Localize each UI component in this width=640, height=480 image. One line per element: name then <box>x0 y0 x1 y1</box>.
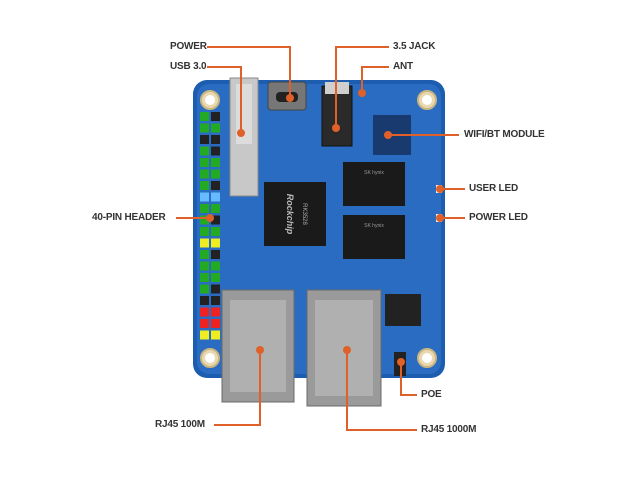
label-usb3: USB 3.0 <box>170 61 207 72</box>
leader-line <box>214 350 261 426</box>
header-pin <box>211 250 220 259</box>
header-pin <box>211 307 220 317</box>
header-pin <box>211 204 220 213</box>
leader-line <box>361 66 389 93</box>
leader-line <box>346 350 417 431</box>
header-pin <box>200 123 209 133</box>
label-rj45-100m: RJ45 100M <box>155 419 205 430</box>
ethernet-chip <box>385 294 421 326</box>
header-pin <box>211 123 220 133</box>
rj45-100m-face <box>230 300 286 392</box>
label-40-pin-header: 40-PIN HEADER <box>92 212 166 223</box>
header-pin <box>200 273 209 282</box>
leader-dot <box>206 214 214 222</box>
header-pin <box>200 112 209 121</box>
header-pin <box>200 169 209 179</box>
header-pin <box>200 250 209 259</box>
leader-dot <box>436 185 444 193</box>
leader-dot <box>397 358 405 366</box>
header-pin <box>211 192 220 202</box>
ram-chip-1-brand: SK hynix <box>364 170 384 176</box>
header-pin <box>200 238 209 248</box>
label-3-5-jack: 3.5 JACK <box>393 41 436 52</box>
header-pin <box>200 135 209 144</box>
header-pin <box>200 204 209 213</box>
label-ant: ANT <box>393 61 413 72</box>
ram-chip-2-brand: SK hynix <box>364 223 384 229</box>
header-pin <box>200 215 209 225</box>
soc-markings: RK3528 Rockchip <box>285 194 307 235</box>
header-pin <box>211 296 220 305</box>
header-pin <box>211 319 220 328</box>
label-user-led: USER LED <box>469 183 518 194</box>
leader-dot <box>256 346 264 354</box>
leader-line <box>207 66 242 133</box>
leader-lines <box>176 46 465 431</box>
header-pin <box>211 238 220 248</box>
header-pin <box>211 215 220 225</box>
header-pin <box>211 330 220 340</box>
header-pin <box>211 261 220 271</box>
header-pin <box>211 273 220 282</box>
leader-line <box>400 362 417 396</box>
header-pin <box>200 330 209 340</box>
header-pin <box>200 192 209 202</box>
header-pin <box>211 227 220 236</box>
header-pin <box>200 307 209 317</box>
leader-line <box>207 46 291 98</box>
label-power-led: POWER LED <box>469 212 528 223</box>
leader-line <box>335 46 389 128</box>
header-pin <box>211 284 220 294</box>
header-pin <box>200 146 209 156</box>
ram-chip-1 <box>343 162 405 206</box>
mounting-hole-centers <box>205 95 432 363</box>
leader-dot <box>332 124 340 132</box>
label-wifi-bt-module: WIFI/BT MODULE <box>464 129 545 140</box>
gpio-header <box>200 112 220 340</box>
header-pin <box>200 227 209 236</box>
header-pin <box>200 284 209 294</box>
header-pin <box>200 158 209 167</box>
leader-dots <box>206 89 444 366</box>
header-pin <box>200 319 209 328</box>
header-pin <box>211 169 220 179</box>
label-power: POWER <box>170 41 207 52</box>
header-pin <box>200 296 209 305</box>
leader-dot <box>286 94 294 102</box>
leader-dot <box>343 346 351 354</box>
header-pin <box>211 181 220 190</box>
leader-dot <box>237 129 245 137</box>
label-poe: POE <box>421 389 442 400</box>
header-pin <box>200 181 209 190</box>
header-pin <box>211 146 220 156</box>
header-pin <box>211 135 220 144</box>
soc-model-text: RK3528 <box>301 203 307 225</box>
soc-logo: Rockchip <box>285 194 295 235</box>
header-pin <box>200 261 209 271</box>
ram-chip-2 <box>343 215 405 259</box>
leader-dot <box>358 89 366 97</box>
header-pin <box>211 158 220 167</box>
label-rj45-1000m: RJ45 1000M <box>421 424 477 435</box>
leader-dot <box>436 214 444 222</box>
leader-dot <box>384 131 392 139</box>
soc-chip <box>264 182 326 246</box>
header-pin <box>211 112 220 121</box>
